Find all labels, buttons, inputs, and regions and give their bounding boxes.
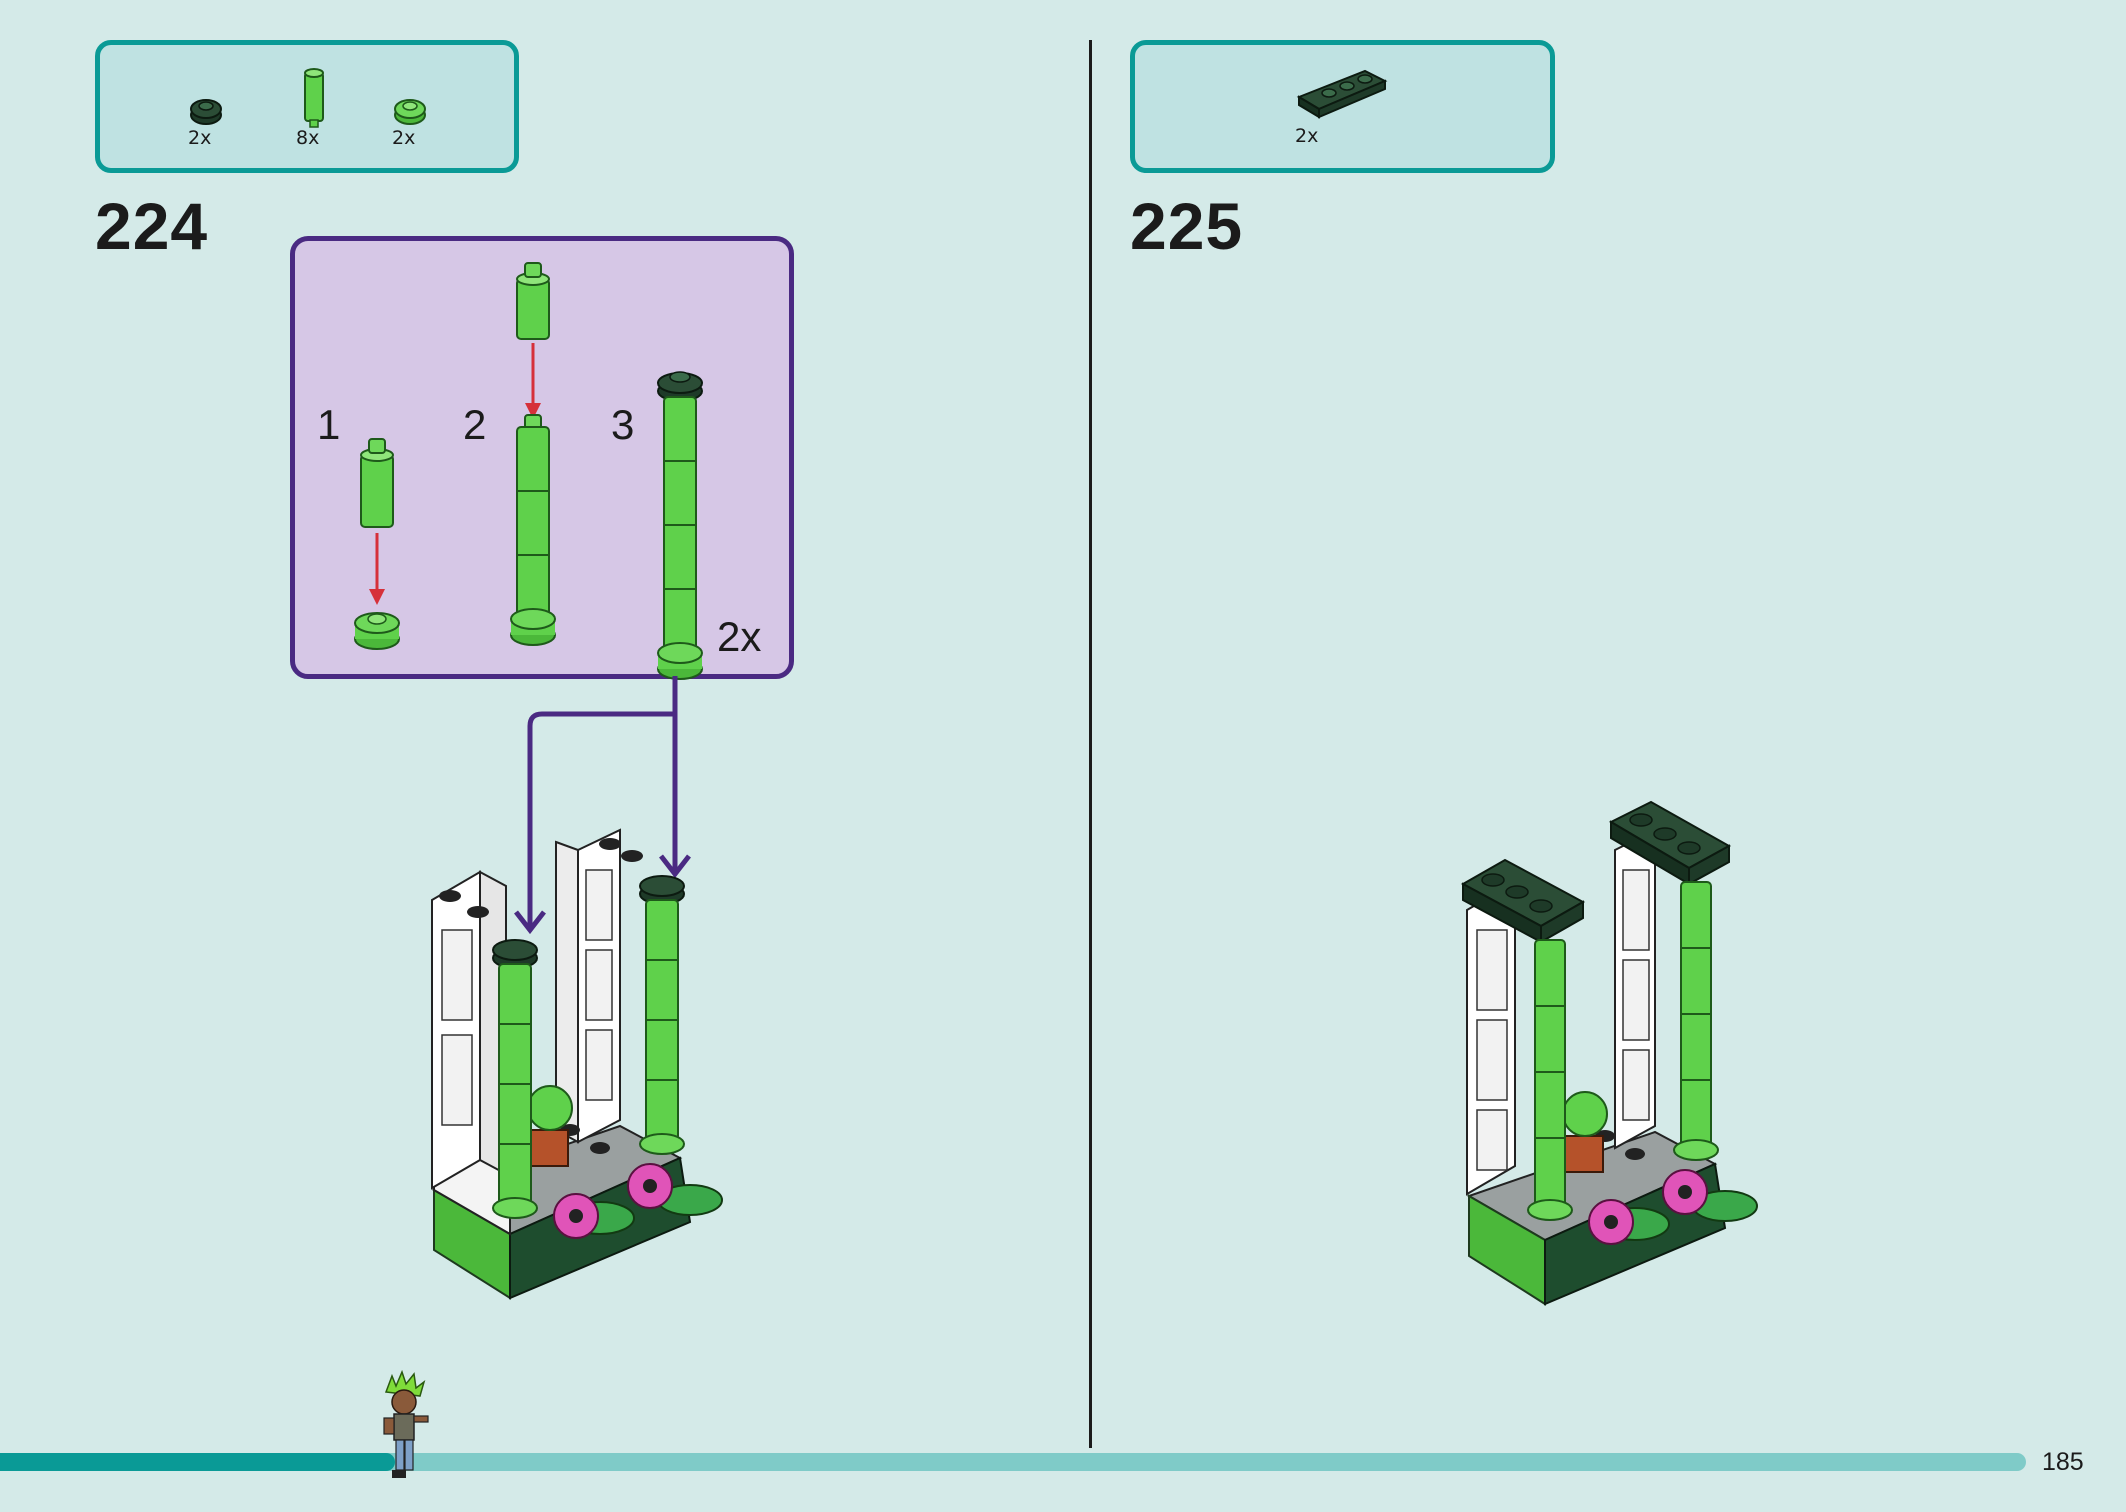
minifigure-progress-marker-icon (383, 1369, 429, 1478)
model-illustration-step-225 (1460, 800, 1758, 1306)
parts-list-item: 8x (296, 65, 332, 175)
parts-box-step-224: 2x 8x 2x (95, 40, 519, 173)
parts-list-item: 2x (188, 97, 224, 167)
step-number: 224 (95, 189, 209, 263)
progress-bar-track (0, 1453, 2026, 1471)
sub-step-2-illustration (510, 262, 556, 646)
model-illustration-step-224 (431, 828, 723, 1300)
part-quantity: 2x (1295, 125, 1319, 147)
part-quantity: 2x (392, 127, 416, 149)
bright-green-bar-icon (304, 68, 324, 128)
sub-step-label: 2 (463, 401, 487, 448)
parts-box-step-225: 2x (1130, 40, 1555, 173)
part-quantity: 2x (188, 127, 212, 149)
callout-arrows (514, 676, 691, 935)
sub-assembly-multiplier: 2x (717, 613, 762, 660)
dark-green-round-plate-icon (190, 99, 222, 125)
parts-list-item: 2x (392, 97, 428, 167)
page-number: 185 (2042, 1448, 2084, 1476)
sub-step-1-illustration (354, 438, 400, 650)
part-quantity: 8x (296, 127, 320, 149)
bright-green-round-plate-icon (394, 99, 426, 125)
sub-step-3-illustration (657, 371, 703, 680)
parts-list-item: 2x (1295, 67, 1391, 167)
sub-step-label: 1 (317, 401, 341, 448)
step-number: 225 (1130, 189, 1244, 263)
sub-assembly-box: 1 2 3 2x (290, 236, 794, 680)
sub-step-label: 3 (611, 401, 635, 448)
progress-bar-fill (0, 1453, 395, 1471)
page-divider (1089, 40, 1092, 1448)
dark-green-plate-1x3-icon (1296, 69, 1388, 119)
